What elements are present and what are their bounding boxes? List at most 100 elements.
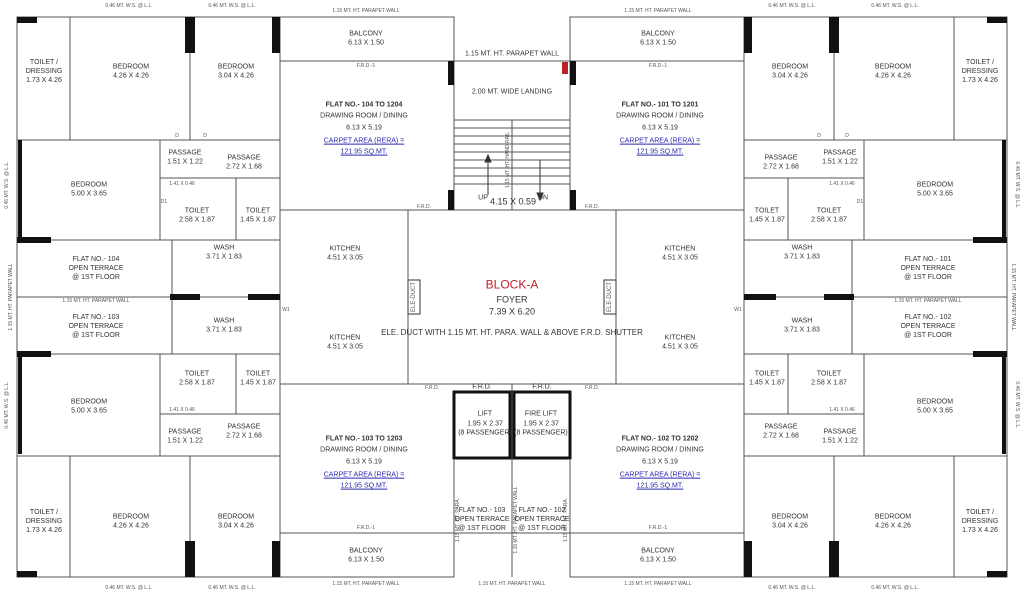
bedroom-br-a: BEDROOM 4.26 X 4.26	[874, 513, 912, 529]
setback-br2: 0.46 MT. W.S. @ L.L.	[871, 584, 919, 591]
balcony-tl: BALCONY 6.13 X 1.50	[348, 30, 384, 46]
setback-tl2: 0.46 MT. W.S. @ L.L.	[208, 2, 256, 9]
ele-duct-left: ELE-DUCT	[411, 281, 417, 313]
ele-duct-right: ELE-DUCT	[607, 281, 613, 313]
setback-right1: 0.46 MT. W.S. @ L.L.	[1014, 161, 1020, 209]
stair-dn: DN	[537, 194, 549, 202]
stair-dim: 4.15 X 0.59	[489, 196, 537, 207]
parapet-top-right: 1.15 MT. HT. PARAPET WALL	[624, 7, 692, 14]
passage-tl-b: PASSAGE 2.72 X 1.68	[226, 154, 262, 170]
balcony-tr: BALCONY 6.13 X 1.50	[640, 30, 676, 46]
flat-br-room: DRAWING ROOM / DINING	[616, 446, 704, 454]
toilet-br-b: TOILET 1.45 X 1.87	[749, 370, 785, 386]
wash-tr: WASH 3.71 X 1.83	[784, 244, 820, 260]
setback-tl1: 0.46 MT. W.S. @ L.L.	[105, 2, 153, 9]
block-title: BLOCK-A	[485, 277, 539, 292]
setback-left2: 0.46 MT. W.S. @ L.L.	[4, 381, 10, 429]
balcony-br: BALCONY 6.13 X 1.50	[640, 547, 676, 563]
toilet-dressing-br: TOILET / DRESSING 1.73 X 4.26	[961, 508, 999, 534]
bedroom-bl-c: BEDROOM 5.00 X 3.65	[70, 398, 108, 414]
bedroom-br-c: BEDROOM 5.00 X 3.65	[916, 398, 954, 414]
door-mark-1: D	[175, 132, 179, 139]
flat-tr-area: 121.95 SQ.MT.	[636, 148, 684, 156]
kitchen-tl: KITCHEN 4.51 X 3.05	[327, 245, 363, 261]
flat-br-carpet: CARPET AREA (RERA) =	[619, 471, 701, 479]
foyer-dim: 7.39 X 6.20	[488, 306, 536, 317]
toilet-br-a: TOILET 2.58 X 1.87	[811, 370, 847, 386]
toilet-tr-b: TOILET 1.45 X 1.87	[749, 207, 785, 223]
terrace-101: FLAT NO.- 101 OPEN TERRACE @ 1ST FLOOR	[900, 255, 956, 281]
frd-foyer-right: F.R.D.	[585, 384, 599, 391]
parapet-bottom-left: 1.15 MT. HT. PARAPET WALL	[332, 580, 400, 587]
small-tr: 1.41 X 0.46	[829, 180, 855, 187]
lift-name: LIFT	[477, 410, 493, 418]
parapet-bottom-center: 1.15 MT. HT. PARAPET WALL	[478, 580, 546, 587]
flat-tr-room: DRAWING ROOM / DINING	[616, 112, 704, 120]
flat-bl-dim: 6.13 X 5.19	[346, 458, 382, 466]
setback-left1: 0.46 MT. W.S. @ L.L.	[4, 161, 10, 209]
frd1-tr: F.R.D.-1	[648, 62, 668, 69]
terrace-102-center: FLAT NO.- 102 OPEN TERRACE @ 1ST FLOOR	[514, 506, 570, 532]
flat-br-dim: 6.13 X 5.19	[642, 458, 678, 466]
door-mark-6: D1	[856, 198, 864, 205]
setback-right2: 0.46 MT. W.S. @ L.L.	[1014, 381, 1020, 429]
parapet-vert-right: 1.15 MT. HT. PARAPET WALL	[1010, 263, 1016, 331]
passage-tr-a: PASSAGE 1.51 X 1.22	[822, 149, 858, 165]
flat-tl-area: 121.95 SQ.MT.	[340, 148, 388, 156]
toilet-tr-a: TOILET 2.58 X 1.87	[811, 207, 847, 223]
terrace-104: FLAT NO.- 104 OPEN TERRACE @ 1ST FLOOR	[68, 255, 124, 281]
flat-tr-dim: 6.13 X 5.19	[642, 124, 678, 132]
small-br: 1.41 X 0.46	[829, 406, 855, 413]
stair-up: UP	[478, 194, 488, 202]
terrace-102: FLAT NO.- 102 OPEN TERRACE @ 1ST FLOOR	[900, 313, 956, 339]
toilet-bl-b: TOILET 1.45 X 1.87	[240, 370, 276, 386]
bedroom-br-b: BEDROOM 3.04 X 4.26	[771, 513, 809, 529]
parapet-mid-left: 1.15 MT. HT. PARAPET WALL	[62, 297, 130, 304]
parapet-vert-left: 1.15 MT. HT. PARAPET WALL	[8, 263, 14, 331]
frd1-tl: F.R.D.-1	[356, 62, 376, 69]
frd1-br: F.R.D.-1	[648, 524, 668, 531]
bedroom-tl-c: BEDROOM 5.00 X 3.65	[70, 181, 108, 197]
bedroom-bl-a: BEDROOM 4.26 X 4.26	[112, 513, 150, 529]
parapet-top-left: 1.15 MT. HT. PARAPET WALL	[332, 7, 400, 14]
flat-tl-room: DRAWING ROOM / DINING	[320, 112, 408, 120]
bedroom-tr-a: BEDROOM 4.26 X 4.26	[874, 63, 912, 79]
toilet-tl-a: TOILET 2.58 X 1.87	[179, 207, 215, 223]
ele-duct-note: ELE. DUCT WITH 1.15 MT. HT. PARA. WALL &…	[381, 328, 643, 337]
passage-br-a: PASSAGE 1.51 X 1.22	[822, 428, 858, 444]
setback-br1: 0.46 MT. W.S. @ L.L.	[768, 584, 816, 591]
terrace-103-center: FLAT NO.- 103 OPEN TERRACE @ 1ST FLOOR	[454, 506, 510, 532]
small-tl: 1.41 X 0.46	[169, 180, 195, 187]
setback-tr2: 0.46 MT. W.S. @ L.L.	[871, 2, 919, 9]
bedroom-tl-a: BEDROOM 4.26 X 4.26	[112, 63, 150, 79]
small-bl: 1.41 X 0.46	[169, 406, 195, 413]
kitchen-bl: KITCHEN 4.51 X 3.05	[327, 334, 363, 350]
passage-bl-b: PASSAGE 2.72 X 1.68	[226, 423, 262, 439]
flat-tl-dim: 6.13 X 5.19	[346, 124, 382, 132]
setback-bl1: 0.46 MT. W.S. @ L.L.	[105, 584, 153, 591]
lift-cap: (8 PASSENGER)	[458, 429, 512, 437]
flat-bl-area: 121.95 SQ.MT.	[340, 482, 388, 490]
flat-tr-title: FLAT NO.- 101 TO 1201	[621, 101, 699, 109]
setback-bl2: 0.46 MT. W.S. @ L.L.	[208, 584, 256, 591]
frd-foyer-left: F.R.D.	[425, 384, 439, 391]
toilet-tl-b: TOILET 1.45 X 1.87	[240, 207, 276, 223]
door-mark-5: D1	[160, 198, 168, 205]
landing-label: 2.00 MT. WIDE LANDING	[471, 88, 553, 96]
wash-bl: WASH 3.71 X 1.83	[206, 317, 242, 333]
bedroom-tr-c: BEDROOM 5.00 X 3.65	[916, 181, 954, 197]
flat-br-title: FLAT NO.- 102 TO 1202	[621, 435, 699, 443]
passage-bl-a: PASSAGE 1.51 X 1.22	[167, 428, 203, 444]
fire-lift-dim: 1.95 X 2.37	[523, 420, 559, 428]
frd-stair-right: F.R.D.	[585, 203, 599, 210]
flat-bl-room: DRAWING ROOM / DINING	[320, 446, 408, 454]
kitchen-br: KITCHEN 4.51 X 3.05	[662, 334, 698, 350]
frd-lift: F.R.D.	[472, 383, 492, 391]
wash-tl: WASH 3.71 X 1.83	[206, 244, 242, 260]
door-mark-2: D	[203, 132, 207, 139]
foyer-label: FOYER	[496, 294, 528, 305]
flat-tl-title: FLAT NO.- 104 TO 1204	[325, 101, 403, 109]
flat-bl-carpet: CARPET AREA (RERA) =	[323, 471, 405, 479]
door-mark-4: D	[845, 132, 849, 139]
bedroom-bl-b: BEDROOM 3.04 X 4.26	[217, 513, 255, 529]
